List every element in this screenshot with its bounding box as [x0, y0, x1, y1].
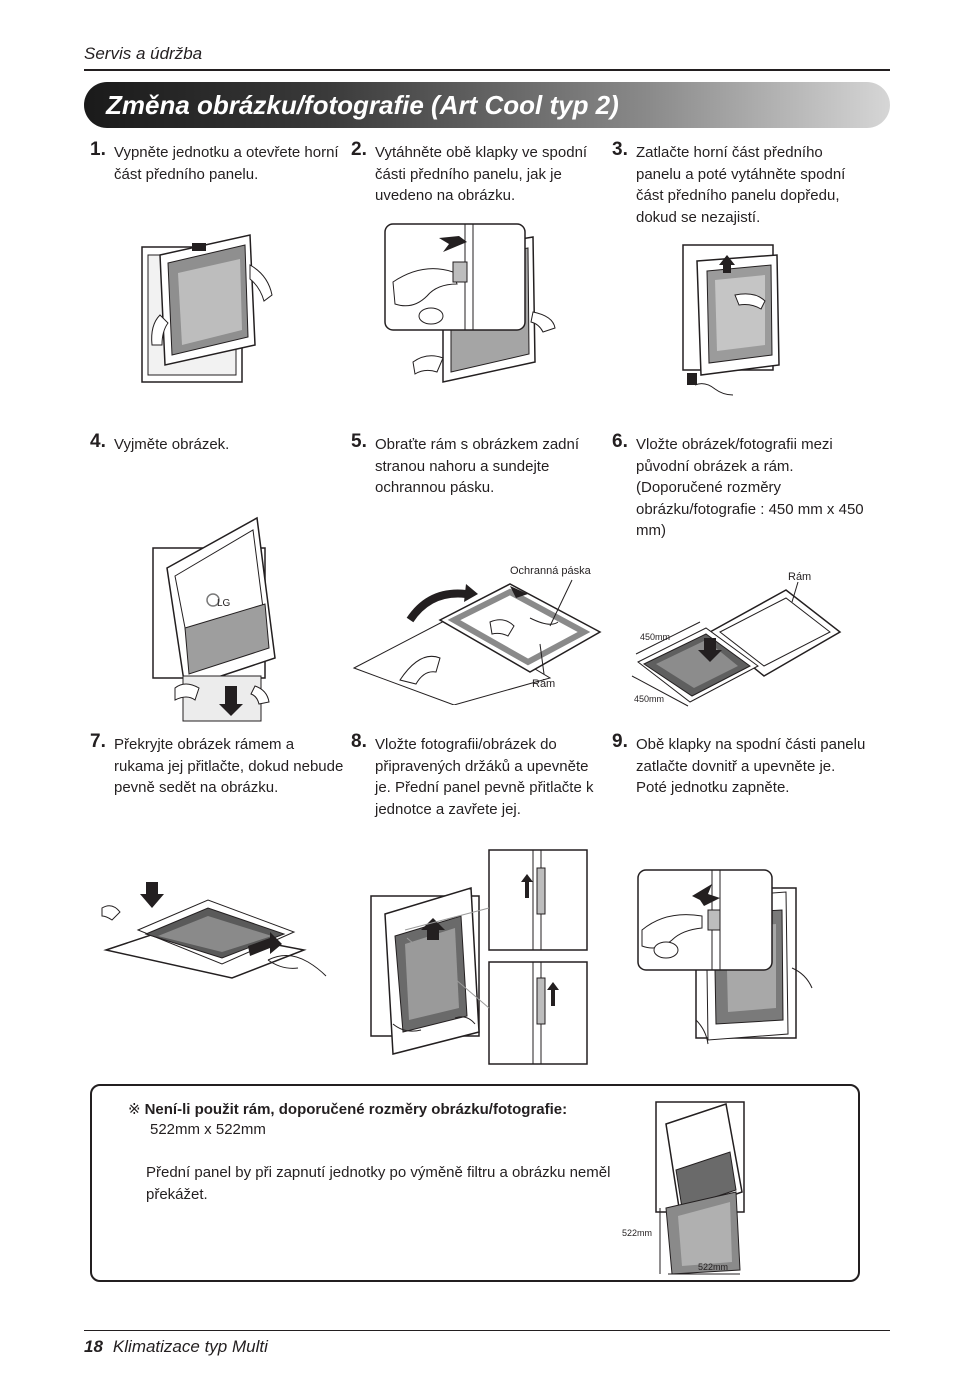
illustration-note: 522mm 522mm — [616, 1096, 752, 1276]
footer-title: Klimatizace typ Multi — [112, 1337, 268, 1356]
step-text: Vyjměte obrázek. — [114, 436, 230, 453]
dimension-label: 450mm — [640, 632, 670, 642]
section-header: Servis a údržba — [84, 44, 203, 63]
note-body: Přední panel by při zapnutí jednotky po … — [146, 1164, 611, 1203]
step-number: 1. — [90, 139, 106, 160]
dimension-label: 522mm — [698, 1262, 728, 1272]
note-heading-text: Není-li použit rám, doporučené rozměry o… — [144, 1101, 568, 1118]
header-rule — [84, 69, 890, 71]
step-text: Obraťte rám s obrázkem zadní stranou nah… — [375, 436, 580, 497]
footer-rule — [84, 1330, 890, 1331]
step-text: Zatlačte horní část předního panelu a po… — [636, 144, 846, 226]
illustration-step-3 — [675, 235, 805, 405]
note-heading: ※Není-li použit rám, doporučené rozměry … — [128, 1100, 567, 1118]
illustration-step-7 — [98, 878, 328, 1003]
illustration-step-9 — [636, 868, 826, 1058]
frame-label-6: Rám — [788, 571, 811, 583]
illustration-step-5: Ochranná páska Rám — [350, 560, 605, 705]
page-title: Změna obrázku/fotografie (Art Cool typ 2… — [106, 90, 619, 120]
frame-label-5: Rám — [532, 678, 555, 690]
step-text: Překryjte obrázek rámem a rukama jej při… — [114, 736, 344, 797]
note-size: 522mm x 522mm — [150, 1121, 266, 1138]
illustration-step-1 — [130, 215, 290, 390]
step-number: 5. — [351, 431, 367, 452]
step-number: 9. — [612, 731, 628, 752]
step-text: Vložte fotografii/obrázek do připravenýc… — [375, 736, 594, 818]
note-box: ※Není-li použit rám, doporučené rozměry … — [90, 1084, 860, 1282]
step-number: 4. — [90, 431, 106, 452]
footer: 18 Klimatizace typ Multi — [84, 1337, 268, 1357]
protective-tape-label: Ochranná páska — [510, 565, 592, 577]
dimension-label: 522mm — [622, 1228, 652, 1238]
dimension-label: 450mm — [634, 694, 664, 704]
step-number: 8. — [351, 731, 367, 752]
step-text: Vypněte jednotku a otevřete horní část p… — [114, 144, 339, 183]
step-number: 6. — [612, 431, 628, 452]
illustration-step-4: LG — [145, 508, 285, 723]
step-number: 7. — [90, 731, 106, 752]
step-text: Obě klapky na spodní části panelu zatlač… — [636, 736, 866, 797]
illustration-step-8 — [365, 848, 590, 1066]
step-number: 3. — [612, 139, 628, 160]
title-banner: Změna obrázku/fotografie (Art Cool typ 2… — [84, 82, 890, 128]
page-number: 18 — [84, 1337, 103, 1356]
step-text: Vložte obrázek/fotografii mezi původní o… — [636, 436, 864, 540]
step-text: Vytáhněte obě klapky ve spodní části pře… — [375, 144, 588, 205]
illustration-step-2 — [383, 222, 583, 397]
illustration-step-6: Rám 450mm 450mm — [626, 568, 846, 718]
step-number: 2. — [351, 139, 367, 160]
lg-logo: LG — [217, 598, 231, 609]
reference-mark-icon: ※ — [128, 1101, 141, 1118]
